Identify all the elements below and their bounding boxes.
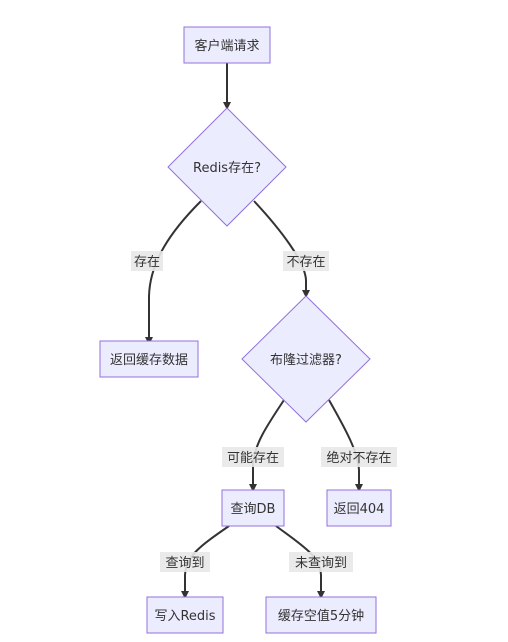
node-bloom-filter-label: 布隆过滤器? bbox=[270, 353, 342, 368]
edge-label-found-bg bbox=[160, 552, 210, 572]
node-redis-exists-diamond bbox=[167, 107, 287, 227]
node-cache-null-box bbox=[265, 596, 377, 634]
edge-bloom-to-query-db bbox=[249, 399, 285, 492]
edge-label-maybe-exists-text: 可能存在 bbox=[227, 451, 279, 466]
edge-label-not-exists-text: 不存在 bbox=[286, 255, 325, 270]
node-redis-exists-label: Redis存在? bbox=[193, 161, 261, 176]
edge-label-not-exists-bg bbox=[283, 251, 329, 271]
edge-redis-to-bloom bbox=[253, 200, 310, 298]
node-write-redis: 写入Redis bbox=[146, 596, 224, 634]
edge-label-maybe-exists: 可能存在 bbox=[222, 447, 284, 467]
node-bloom-filter: 布隆过滤器? bbox=[241, 295, 371, 423]
edge-label-not-found-text: 未查询到 bbox=[295, 556, 347, 571]
edge-label-definitely-not-text: 绝对不存在 bbox=[326, 450, 391, 466]
edge-redis-to-return-cache bbox=[145, 200, 202, 345]
edge-bloom-to-404 bbox=[328, 399, 363, 492]
node-return-404-box bbox=[326, 489, 392, 527]
edge-label-found: 查询到 bbox=[160, 552, 210, 572]
node-return-404: 返回404 bbox=[326, 489, 392, 527]
edge-label-exists-text: 存在 bbox=[134, 255, 160, 270]
node-client-request-label: 客户端请求 bbox=[194, 38, 259, 54]
edge-label-definitely-not-bg bbox=[321, 447, 397, 467]
node-return-cache-label: 返回缓存数据 bbox=[110, 353, 188, 368]
edge-label-maybe-exists-bg bbox=[222, 447, 284, 467]
node-return-cache: 返回缓存数据 bbox=[99, 340, 199, 378]
edge-label-not-exists: 不存在 bbox=[283, 251, 329, 271]
node-write-redis-box bbox=[146, 596, 224, 634]
node-bloom-filter-diamond bbox=[241, 295, 371, 423]
edge-label-definitely-not: 绝对不存在 bbox=[321, 447, 397, 467]
edge-label-found-text: 查询到 bbox=[165, 556, 204, 571]
edge-label-not-found: 未查询到 bbox=[289, 552, 353, 572]
edge-labels: 存在 不存在 可能存在 绝对不存在 查询到 未查询到 bbox=[131, 251, 397, 572]
node-query-db-box bbox=[221, 489, 285, 527]
node-client-request: 客户端请求 bbox=[183, 26, 271, 64]
node-query-db: 查询DB bbox=[221, 489, 285, 527]
node-return-404-label: 返回404 bbox=[334, 502, 385, 517]
node-query-db-label: 查询DB bbox=[231, 502, 276, 517]
node-write-redis-label: 写入Redis bbox=[154, 609, 215, 624]
edge-label-not-found-bg bbox=[289, 552, 353, 572]
node-cache-null-label: 缓存空值5分钟 bbox=[278, 608, 364, 624]
edge-label-exists-bg bbox=[131, 251, 163, 271]
node-cache-null: 缓存空值5分钟 bbox=[265, 596, 377, 634]
edge-label-exists: 存在 bbox=[131, 251, 163, 271]
node-redis-exists: Redis存在? bbox=[167, 107, 287, 227]
node-client-request-box bbox=[183, 26, 271, 64]
node-return-cache-box bbox=[99, 340, 199, 378]
nodes: 客户端请求 Redis存在? 返回缓存数据 布隆过滤器? 查询DB 返回404 … bbox=[99, 26, 392, 634]
